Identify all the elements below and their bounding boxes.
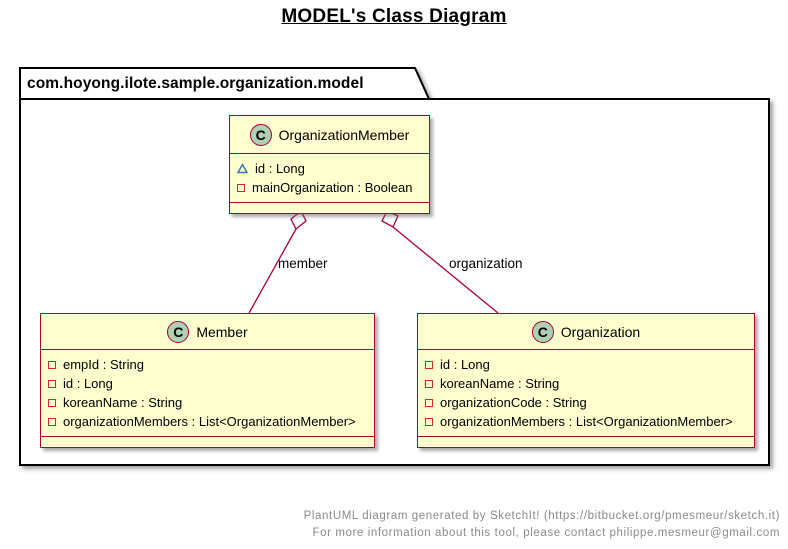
package-private-field-icon [237,163,248,174]
private-field-icon [425,360,433,369]
private-field-icon [425,379,433,388]
fields-section: id : Long mainOrganization : Boolean [230,154,429,203]
class-header: C OrganizationMember [230,116,429,154]
relation-organization [381,210,499,314]
private-field-icon [48,417,56,426]
field-text: id : Long [63,376,113,391]
field-text: organizationCode : String [440,395,587,410]
page-title: MODEL's Class Diagram [281,6,507,27]
aggregation-diamond-icon [381,210,399,228]
field-text: koreanName : String [440,376,560,391]
private-field-icon [48,360,56,369]
private-field-icon [48,379,56,388]
credit-line-1: PlantUML diagram generated by SketchIt! … [303,510,780,522]
field-row: organizationCode : String [425,393,746,412]
class-name: Member [196,323,248,340]
private-field-icon [48,398,56,407]
class-icon: C [249,123,272,146]
methods-section-empty [41,437,374,447]
field-text: id : Long [255,161,305,176]
class-icon: C [531,320,554,343]
fields-section: empId : String id : Long koreanName : St… [41,350,374,437]
private-field-icon [237,183,245,192]
field-row: empId : String [48,355,366,374]
class-box-member: C Member empId : String id : Long korean… [40,313,375,448]
class-icon: C [167,320,190,343]
field-text: id : Long [440,357,490,372]
package-name: com.hoyong.ilote.sample.organization.mod… [27,75,364,92]
private-field-icon [425,417,433,426]
field-row: koreanName : String [48,393,366,412]
relation-label-organization: organization [449,256,523,271]
field-text: organizationMembers : List<OrganizationM… [440,414,733,429]
field-text: mainOrganization : Boolean [252,180,413,195]
field-row: id : Long [48,374,366,393]
field-row: mainOrganization : Boolean [237,178,421,197]
relation-label-member: member [278,256,328,271]
class-box-organization-member: C OrganizationMember id : Long mainOrgan… [229,115,430,214]
fields-section: id : Long koreanName : String organizati… [418,350,754,437]
field-text: koreanName : String [63,395,183,410]
aggregation-diamond-icon [290,209,307,231]
field-row: id : Long [237,159,421,178]
class-header: C Organization [418,314,754,350]
field-row: organizationMembers : List<OrganizationM… [48,412,366,431]
credit-line-2: For more information about this tool, pl… [312,527,780,539]
class-header: C Member [41,314,374,350]
methods-section-empty [418,437,754,447]
generator-credit: PlantUML diagram generated by SketchIt! … [304,508,780,542]
class-name: Organization [560,323,641,340]
field-text: empId : String [63,357,144,372]
class-name: OrganizationMember [278,126,410,143]
class-box-organization: C Organization id : Long koreanName : St… [417,313,755,448]
field-row: id : Long [425,355,746,374]
field-text: organizationMembers : List<OrganizationM… [63,414,356,429]
relation-member [248,209,307,314]
private-field-icon [425,398,433,407]
field-row: koreanName : String [425,374,746,393]
field-row: organizationMembers : List<OrganizationM… [425,412,746,431]
methods-section-empty [230,203,429,213]
